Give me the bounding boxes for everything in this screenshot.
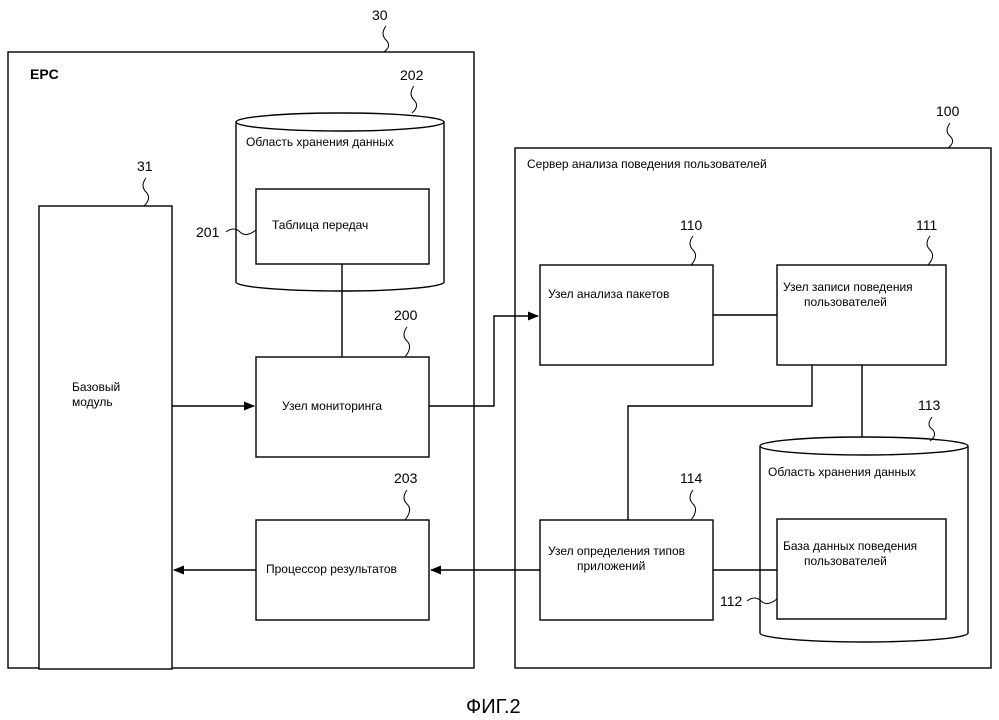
base-module-label-line2: модуль xyxy=(72,395,113,409)
server-storage-ref: 113 xyxy=(918,397,941,413)
base-module xyxy=(39,206,172,669)
epc-ref: 30 xyxy=(372,7,388,23)
behavior-db-ref: 112 xyxy=(720,593,743,609)
behavior-record-label-line2: пользователей xyxy=(804,295,887,309)
base-module-ref: 31 xyxy=(137,158,153,174)
monitoring-node-ref: 200 xyxy=(394,307,418,323)
server-label: Сервер анализа поведения пользователей xyxy=(527,157,767,171)
packet-analysis-node xyxy=(540,265,713,365)
behavior-record-ref: 111 xyxy=(916,217,937,233)
behavior-db xyxy=(777,519,946,619)
app-types-ref: 114 xyxy=(680,470,703,486)
server-ref-leader xyxy=(947,123,953,148)
behavior-db-label-line1: База данных поведения xyxy=(783,539,917,553)
epc-storage-label: Область хранения данных xyxy=(246,135,394,149)
packet-analysis-label: Узел анализа пакетов xyxy=(548,287,669,301)
behavior-db-label-line2: пользователей xyxy=(804,554,887,568)
transfer-table-ref: 201 xyxy=(196,224,220,240)
transfer-table-label: Таблица передач xyxy=(272,218,368,232)
figure-caption: ФИГ.2 xyxy=(466,696,521,718)
base-module-label-line1: Базовый xyxy=(72,380,120,394)
app-types-label-line1: Узел определения типов xyxy=(548,544,685,558)
result-processor-ref: 203 xyxy=(394,470,418,486)
behavior-record-label-line1: Узел записи поведения xyxy=(783,280,913,294)
server-ref: 100 xyxy=(936,103,960,119)
app-types-label-line2: приложений xyxy=(577,559,645,573)
result-processor-label: Процессор результатов xyxy=(266,562,397,576)
server-storage-label: Область хранения данных xyxy=(768,465,916,479)
epc-storage-ref: 202 xyxy=(400,67,424,83)
epc-ref-leader xyxy=(383,26,389,52)
epc-label: EPC xyxy=(30,66,59,82)
monitoring-node-label: Узел мониторинга xyxy=(282,399,382,413)
packet-analysis-ref: 110 xyxy=(680,217,703,233)
